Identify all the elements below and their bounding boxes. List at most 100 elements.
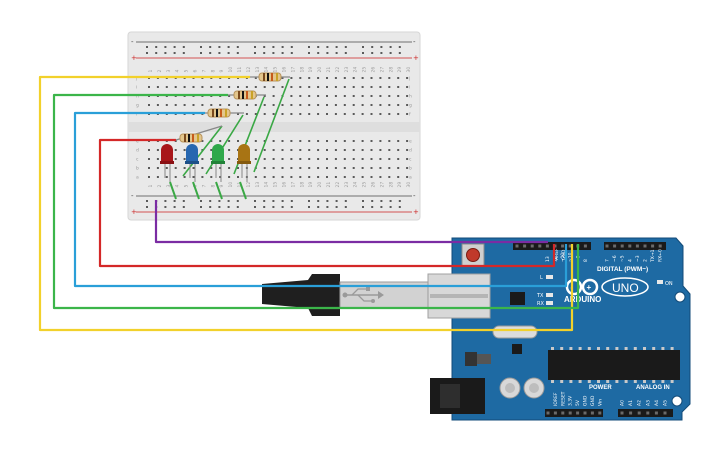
breadboard-hole[interactable] [201,104,204,106]
breadboard-hole[interactable] [317,104,320,106]
breadboard-hole[interactable] [370,140,373,142]
breadboard-hole[interactable] [299,158,302,160]
breadboard-hole[interactable] [317,158,320,160]
rail-hole[interactable] [317,206,320,208]
breadboard-hole[interactable] [228,95,231,97]
breadboard-hole[interactable] [334,176,337,178]
breadboard-hole[interactable] [183,149,186,151]
breadboard-hole[interactable] [272,167,275,169]
rail-hole[interactable] [290,206,293,208]
breadboard-hole[interactable] [201,176,204,178]
breadboard-hole[interactable] [361,167,364,169]
breadboard-hole[interactable] [317,113,320,115]
breadboard-hole[interactable] [343,104,346,106]
breadboard-hole[interactable] [334,140,337,142]
rail-hole[interactable] [344,52,347,54]
rail-hole[interactable] [164,206,167,208]
rail-hole[interactable] [380,206,383,208]
breadboard-hole[interactable] [334,104,337,106]
rail-hole[interactable] [272,46,275,48]
breadboard-hole[interactable] [263,86,266,88]
breadboard-hole[interactable] [272,104,275,106]
breadboard-hole[interactable] [272,95,275,97]
rail-hole[interactable] [146,200,148,202]
breadboard-hole[interactable] [308,158,311,160]
breadboard-hole[interactable] [174,104,177,106]
breadboard-hole[interactable] [183,158,186,160]
wire-green[interactable] [52,93,580,310]
breadboard-hole[interactable] [379,113,382,115]
rail-hole[interactable] [335,46,338,48]
breadboard-hole[interactable] [156,104,159,106]
digital-pin-hole[interactable] [568,244,572,248]
breadboard-hole[interactable] [148,167,150,169]
bottom-pin-hole[interactable] [646,411,650,415]
breadboard-hole[interactable] [263,95,266,97]
rail-hole[interactable] [308,52,310,54]
breadboard-hole[interactable] [299,104,302,106]
breadboard-hole[interactable] [299,140,302,142]
rail-hole[interactable] [146,206,148,208]
breadboard-hole[interactable] [388,149,391,151]
rail-hole[interactable] [209,52,212,54]
breadboard-hole[interactable] [352,104,355,106]
rail-hole[interactable] [362,52,364,54]
breadboard-hole[interactable] [290,77,293,79]
breadboard-hole[interactable] [192,167,195,169]
bottom-pin-hole[interactable] [637,411,641,415]
breadboard-hole[interactable] [219,104,222,106]
breadboard-hole[interactable] [352,113,355,115]
ground-jumpers[interactable] [169,181,247,200]
rail-hole[interactable] [236,206,239,208]
rail-hole[interactable] [389,200,392,202]
breadboard-hole[interactable] [326,140,328,142]
breadboard-hole[interactable] [326,95,328,97]
rail-hole[interactable] [173,52,176,54]
breadboard-hole[interactable] [210,86,213,88]
breadboard-hole[interactable] [326,176,328,178]
breadboard-hole[interactable] [317,167,320,169]
rail-hole[interactable] [308,200,310,202]
breadboard-hole[interactable] [272,140,275,142]
rail-hole[interactable] [371,200,374,202]
rail-hole[interactable] [227,200,230,202]
breadboard-hole[interactable] [148,158,150,160]
rail-hole[interactable] [155,46,158,48]
breadboard-hole[interactable] [183,104,186,106]
breadboard-hole[interactable] [406,77,409,79]
rail-hole[interactable] [254,200,256,202]
breadboard-hole[interactable] [263,104,266,106]
breadboard-hole[interactable] [156,176,159,178]
breadboard-hole[interactable] [210,167,213,169]
breadboard-hole[interactable] [370,167,373,169]
breadboard-hole[interactable] [308,77,311,79]
digital-pin-hole[interactable] [515,244,519,248]
breadboard-hole[interactable] [254,140,257,142]
breadboard-hole[interactable] [308,95,311,97]
breadboard-hole[interactable] [317,77,320,79]
breadboard-hole[interactable] [245,104,248,106]
resistor-4[interactable] [175,125,223,143]
breadboard-hole[interactable] [379,77,382,79]
rail-hole[interactable] [398,200,401,202]
breadboard-hole[interactable] [254,104,257,106]
breadboard-hole[interactable] [254,149,257,151]
rail-hole[interactable] [209,200,212,202]
breadboard-hole[interactable] [237,167,239,169]
breadboard-hole[interactable] [397,104,400,106]
rail-hole[interactable] [326,200,329,202]
breadboard-hole[interactable] [183,176,186,178]
bottom-pin-hole[interactable] [546,411,550,415]
rail-hole[interactable] [200,52,202,54]
breadboard-hole[interactable] [352,149,355,151]
resistor-2[interactable] [228,90,266,100]
breadboard-hole[interactable] [281,158,284,160]
breadboard-hole[interactable] [379,104,382,106]
breadboard-hole[interactable] [290,176,293,178]
breadboard-hole[interactable] [370,149,373,151]
breadboard-hole[interactable] [156,149,159,151]
breadboard-hole[interactable] [388,104,391,106]
digital-pin-hole[interactable] [523,244,527,248]
breadboard-hole[interactable] [299,149,302,151]
breadboard-hole[interactable] [352,176,355,178]
